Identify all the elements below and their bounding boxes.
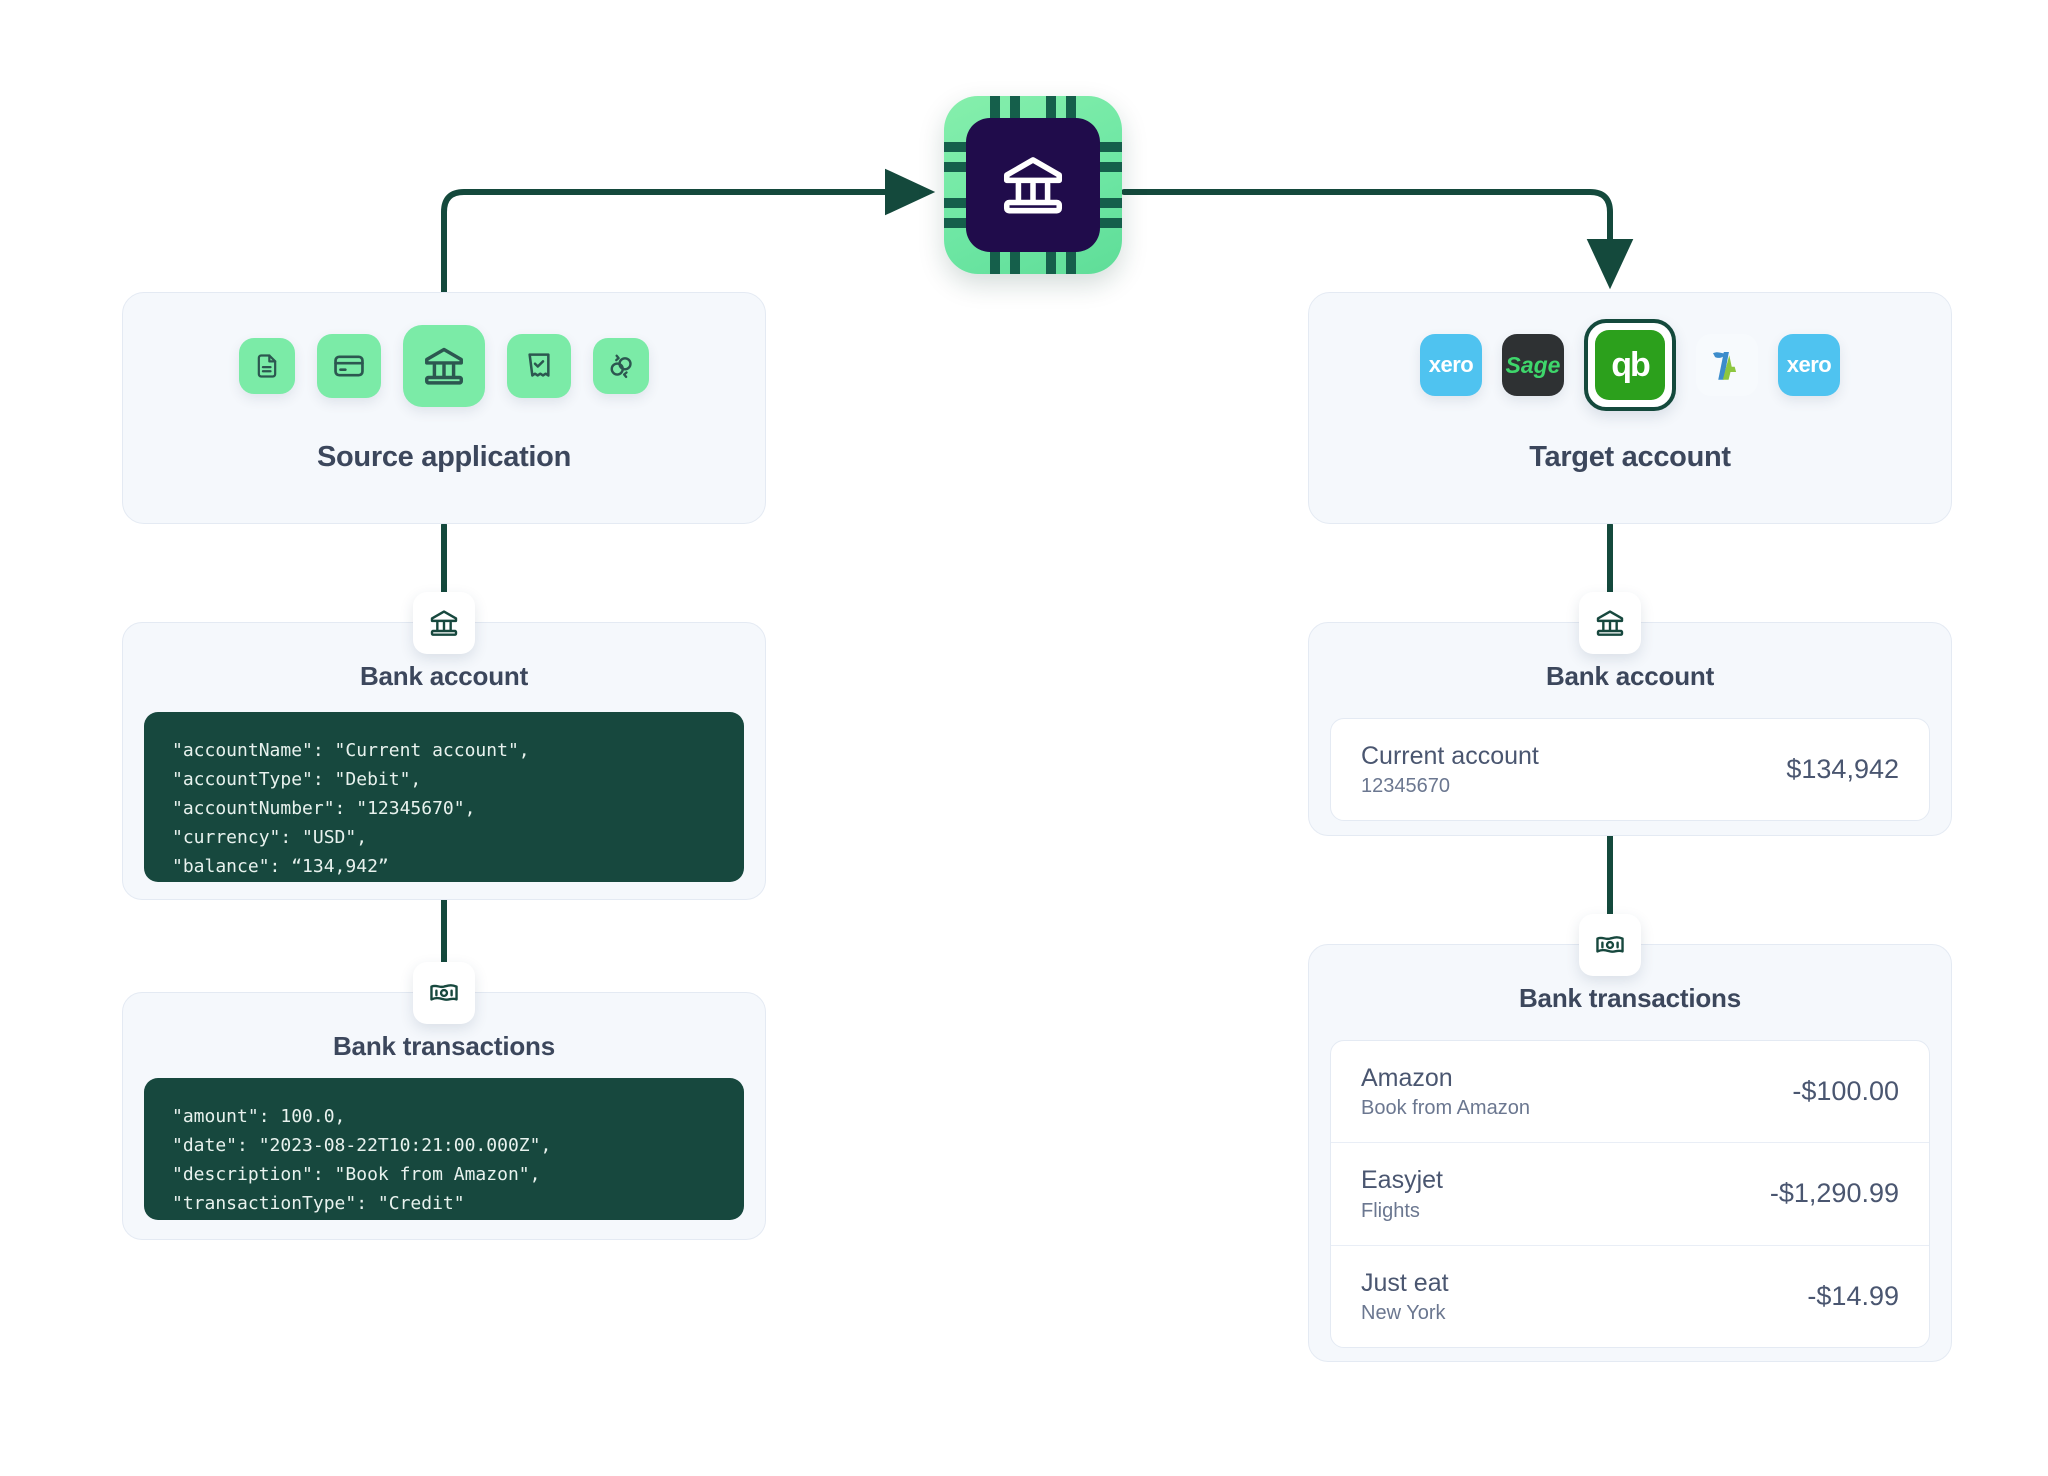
account-balance: $134,942: [1786, 754, 1899, 785]
transaction-info: Amazon Book from Amazon: [1361, 1063, 1530, 1120]
xero-logo: xero: [1786, 352, 1832, 377]
transaction-amount: -$100.00: [1792, 1076, 1899, 1107]
account-name: Current account: [1361, 742, 1539, 770]
transaction-name: Amazon: [1361, 1064, 1453, 1092]
source-tile-receipt[interactable]: [507, 334, 571, 398]
bank-icon: [1003, 157, 1063, 214]
banknote-icon: [1596, 936, 1624, 953]
bank-icon: [1596, 610, 1624, 636]
source-tile-sync[interactable]: [593, 338, 649, 394]
target-account-panel: xero Sage qb xero Target acco: [1308, 292, 1952, 524]
transaction-description: Book from Amazon: [1361, 1097, 1530, 1120]
chip-pins: [944, 96, 1122, 274]
bank-chip-icon[interactable]: [944, 96, 1122, 274]
transaction-description: New York: [1361, 1301, 1446, 1324]
badge-target-bank-transactions: [1579, 914, 1641, 976]
source-bank-account-code: "accountName": "Current account", "accou…: [144, 712, 744, 882]
quickbooks-logo: qb: [1595, 330, 1665, 400]
target-logo-sage[interactable]: Sage: [1502, 334, 1564, 396]
source-tile-bank[interactable]: [403, 325, 485, 407]
document-icon: [257, 354, 277, 378]
transaction-description: Flights: [1361, 1199, 1420, 1222]
credit-card-icon: [334, 355, 364, 377]
xero-logo: xero: [1428, 352, 1474, 377]
chip-core: [966, 118, 1100, 252]
source-bank-transactions-title: Bank transactions: [332, 1031, 555, 1061]
banknote-icon: [430, 984, 458, 1001]
source-tile-credit-card[interactable]: [317, 334, 381, 398]
transaction-row[interactable]: Just eat New York -$14.99: [1331, 1244, 1929, 1347]
account-row[interactable]: Current account 12345670 $134,942: [1331, 719, 1929, 820]
sync-icon: [610, 354, 632, 379]
sage-logo: Sage: [1505, 351, 1561, 378]
source-tile-row: [123, 325, 765, 407]
target-logo-freeagent[interactable]: [1696, 334, 1758, 396]
badge-source-bank-account: [413, 592, 475, 654]
target-logo-xero-2[interactable]: xero: [1778, 334, 1840, 396]
source-bank-transactions-code: "amount": 100.0, "date": "2023-08-22T10:…: [144, 1078, 744, 1220]
target-bank-account-list: Current account 12345670 $134,942: [1330, 718, 1930, 822]
freeagent-logo: [1713, 352, 1737, 380]
account-info: Current account 12345670: [1361, 741, 1539, 798]
badge-target-bank-account: [1579, 592, 1641, 654]
transaction-row[interactable]: Easyjet Flights -$1,290.99: [1331, 1142, 1929, 1244]
target-transactions-list: Amazon Book from Amazon -$100.00 Easyjet…: [1330, 1040, 1930, 1348]
target-bank-account-title: Bank account: [1545, 661, 1715, 691]
target-logo-quickbooks-selected[interactable]: qb: [1584, 319, 1676, 411]
transaction-name: Easyjet: [1361, 1166, 1443, 1195]
account-number: 12345670: [1361, 775, 1450, 798]
bank-icon: [430, 610, 458, 636]
target-panel-title: Target account: [1529, 441, 1731, 473]
transaction-info: Just eat New York: [1361, 1268, 1449, 1325]
bank-icon: [425, 347, 463, 385]
transaction-row[interactable]: Amazon Book from Amazon -$100.00: [1331, 1041, 1929, 1142]
source-application-panel: Source application: [122, 292, 766, 524]
transaction-info: Easyjet Flights: [1361, 1165, 1443, 1222]
transaction-amount: -$1,290.99: [1769, 1178, 1899, 1209]
target-logo-row: xero Sage qb xero: [1309, 319, 1951, 411]
transaction-amount: -$14.99: [1807, 1280, 1899, 1311]
source-tile-document[interactable]: [239, 338, 295, 394]
receipt-check-icon: [528, 353, 550, 377]
badge-source-bank-transactions: [413, 962, 475, 1024]
source-bank-account-title: Bank account: [359, 661, 529, 691]
target-bank-transactions-title: Bank transactions: [1518, 983, 1741, 1013]
transaction-name: Just eat: [1361, 1268, 1449, 1297]
source-panel-title: Source application: [316, 441, 572, 473]
target-logo-xero[interactable]: xero: [1420, 334, 1482, 396]
